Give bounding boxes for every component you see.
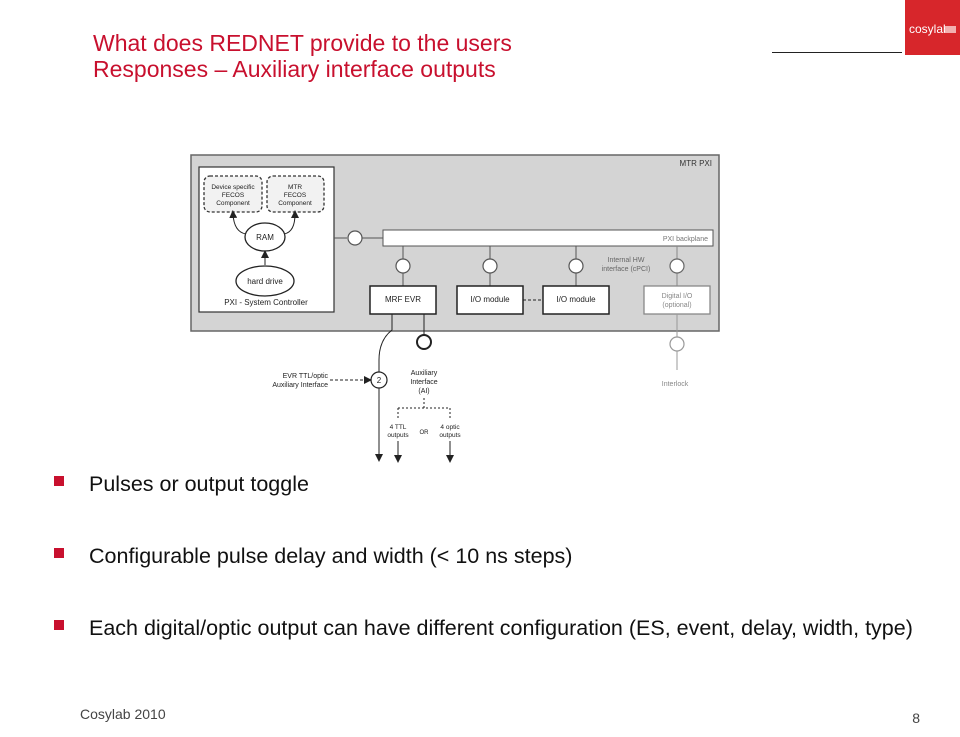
ram-to-mtr-arrow bbox=[283, 210, 299, 235]
evr-ttl-line-2: Auxiliary Interface bbox=[272, 382, 328, 389]
mtr-fecos-box bbox=[266, 175, 325, 213]
logo-mark bbox=[945, 26, 956, 33]
digital-io-module bbox=[643, 285, 711, 315]
bullet-text: Configurable pulse delay and width (< 10… bbox=[89, 544, 573, 568]
ttl-outputs-line-1: 4 TTL bbox=[390, 424, 407, 431]
device-specific-line-3: Component bbox=[216, 200, 250, 207]
ttl-outputs-line-2: outputs bbox=[387, 432, 409, 439]
ram-node bbox=[244, 222, 286, 252]
aux-connector bbox=[416, 334, 432, 350]
optic-outputs-line-1: 4 optic bbox=[440, 424, 460, 431]
io-module-1-label: I/O module bbox=[470, 295, 510, 304]
evr-output-number: 2 bbox=[377, 376, 382, 385]
interlock-label: Interlock bbox=[662, 381, 689, 388]
footer-text: Cosylab 2010 bbox=[80, 706, 166, 722]
internal-hw-line-2: interface (cPCI) bbox=[602, 266, 651, 273]
device-specific-line-1: Device specific bbox=[211, 184, 255, 191]
evr-ttl-line-1: EVR TTL/optic bbox=[283, 373, 329, 380]
slide-title-line-1: What does REDNET provide to the users bbox=[93, 30, 512, 56]
device-specific-fecos-box bbox=[203, 175, 263, 213]
digital-io-line-2: (optional) bbox=[662, 302, 691, 309]
frame-label: MTR PXI bbox=[680, 159, 712, 168]
aux-line-2: Interface bbox=[410, 379, 437, 386]
mtr-pxi-frame bbox=[190, 154, 720, 332]
aux-line-3: (AI) bbox=[418, 388, 429, 395]
hard-drive-node bbox=[235, 265, 295, 297]
evr-output-node bbox=[370, 371, 388, 389]
bullet-text: Each digital/optic output can have diffe… bbox=[89, 616, 913, 640]
ram-label: RAM bbox=[256, 233, 274, 242]
backplane-label: PXI backplane bbox=[663, 236, 708, 243]
io-module-1 bbox=[456, 285, 524, 315]
mtr-fecos-line-2: FECOS bbox=[284, 192, 307, 199]
optic-outputs-line-2: outputs bbox=[439, 432, 461, 439]
internal-hw-line-1: Internal HW bbox=[608, 257, 645, 264]
mtr-fecos-line-1: MTR bbox=[288, 184, 302, 191]
device-specific-line-2: FECOS bbox=[222, 192, 245, 199]
bullet-text: Pulses or output toggle bbox=[89, 472, 309, 496]
aux-line-1: Auxiliary bbox=[411, 370, 438, 377]
or-label: OR bbox=[420, 430, 430, 436]
io-module-2-label: I/O module bbox=[556, 295, 596, 304]
digital-io-line-1: Digital I/O bbox=[662, 293, 693, 300]
mtr-fecos-line-3: Component bbox=[278, 200, 312, 207]
io1-bus-connector bbox=[482, 258, 498, 274]
mrf-evr-label: MRF EVR bbox=[385, 295, 421, 304]
dio-bus-connector bbox=[669, 258, 685, 274]
slide-title-line-2: Responses – Auxiliary interface outputs bbox=[93, 56, 496, 82]
evr-output-line bbox=[378, 314, 393, 372]
system-controller-label: PXI - System Controller bbox=[224, 298, 308, 307]
system-controller-box bbox=[198, 166, 335, 313]
title-divider bbox=[772, 52, 902, 53]
interlock-connector bbox=[669, 336, 685, 352]
page-number: 8 bbox=[912, 710, 920, 726]
logo-text: cosylab bbox=[909, 22, 950, 36]
ram-to-device-arrow bbox=[229, 210, 247, 235]
hard-drive-label: hard drive bbox=[247, 277, 283, 286]
backplane-connector bbox=[347, 230, 363, 246]
slide-title: What does REDNET provide to the users Re… bbox=[93, 30, 512, 82]
pxi-backplane bbox=[382, 229, 714, 247]
io2-bus-connector bbox=[568, 258, 584, 274]
cosylab-logo: cosylab bbox=[905, 0, 960, 55]
io-module-2 bbox=[542, 285, 610, 315]
bullet-marker bbox=[54, 548, 64, 558]
evr-bus-connector bbox=[395, 258, 411, 274]
bullet-marker bbox=[54, 620, 64, 630]
mrf-evr-module bbox=[369, 285, 437, 315]
bullet-marker bbox=[54, 476, 64, 486]
